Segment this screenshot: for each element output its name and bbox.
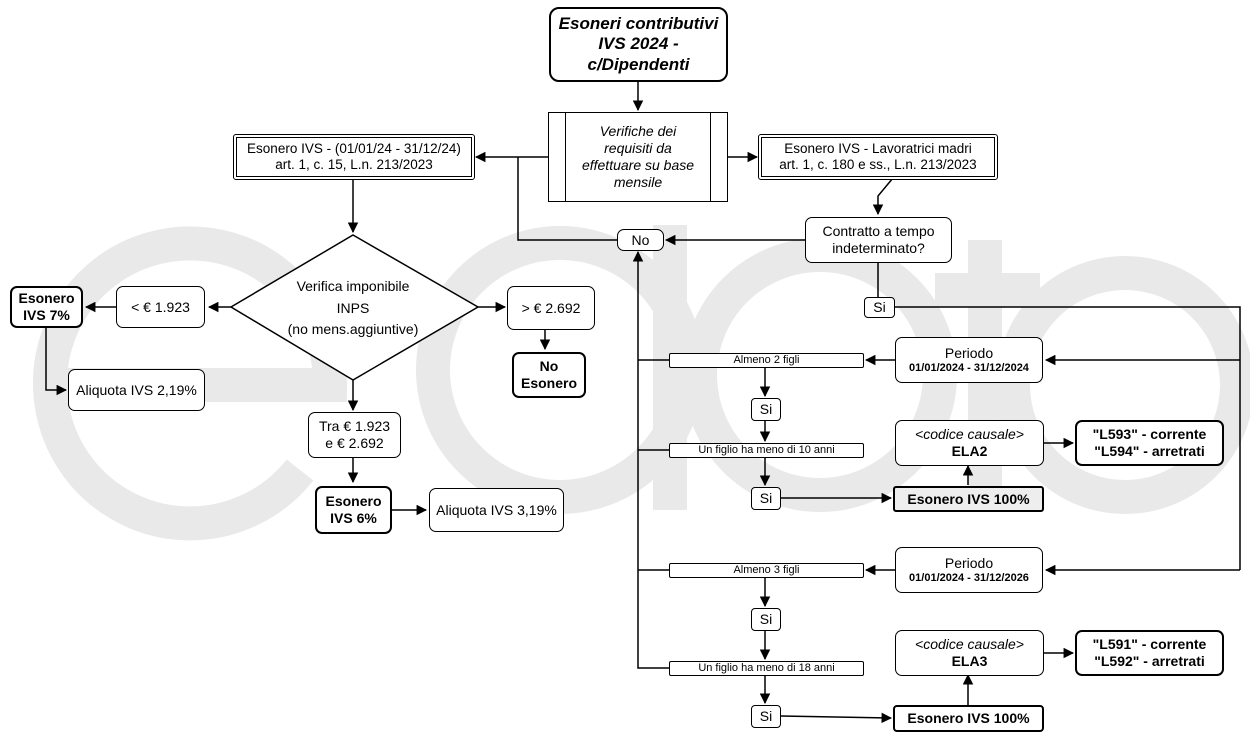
no-esonero-line-1: No (539, 358, 559, 375)
right-header-line-1: Esonero IVS - Lavoratrici madri (784, 140, 972, 156)
no-esonero-line-2: Esonero (520, 375, 577, 391)
decision-text: Verifica imponibile INPS (no mens.aggiun… (253, 276, 453, 341)
contratto-line-1: Contratto a tempo (822, 223, 935, 240)
verifiche-line-4: mensile (613, 173, 663, 190)
esonero6-line-1: Esonero (325, 493, 382, 510)
periodo-box-1: Periodo 01/01/2024 - 31/12/2024 (895, 337, 1043, 383)
contratto-line-2: indeterminato? (832, 240, 925, 256)
codice-causale-label-1: <codice causale> (915, 426, 1024, 443)
codice-causale-box-2: <codice causale> ELA3 (895, 630, 1044, 676)
no-esonero-box: No Esonero (512, 352, 586, 398)
no-label: No (617, 229, 664, 251)
process-bar-right (710, 113, 711, 201)
verifiche-box: Verifiche dei requisiti da effettuare su… (548, 112, 728, 202)
title-box: Esoneri contributivi IVS 2024 - c/Dipend… (549, 7, 728, 82)
esonero-7-box: Esonero IVS 7% (10, 286, 83, 328)
si-label: Si (864, 297, 895, 318)
esonero-100-box-1: Esonero IVS 100% (893, 486, 1044, 512)
threshold-low: < € 1.923 (116, 286, 205, 328)
esonero7-line-1: Esonero (18, 290, 75, 307)
condition-figlio-meno-18: Un figlio ha meno di 18 anni (669, 661, 864, 676)
threshold-high: > € 2.692 (507, 286, 595, 330)
periodo-label-1: Periodo (944, 345, 994, 361)
esonero6-line-2: IVS 6% (330, 510, 377, 526)
condition-almeno-3-figli: Almeno 3 figli (669, 563, 864, 578)
codice-causale-box-1: <codice causale> ELA2 (895, 420, 1044, 466)
aliquota-6-box: Aliquota IVS 3,19% (429, 488, 564, 532)
periodo-dates-2: 01/01/2024 - 31/12/2026 (909, 571, 1029, 584)
mid-line-1: Tra € 1.923 (318, 418, 391, 435)
decision-line-2: INPS (336, 299, 370, 316)
decision-diamond (229, 234, 480, 381)
periodo-dates-1: 01/01/2024 - 31/12/2024 (909, 361, 1029, 374)
esonero7-line-2: IVS 7% (23, 307, 70, 323)
esonero-6-box: Esonero IVS 6% (315, 486, 392, 534)
right-branch-header: Esonero IVS - Lavoratrici madri art. 1, … (758, 134, 998, 180)
left-header-line-2: art. 1, c. 15, L.n. 213/2023 (275, 157, 433, 172)
code-l591: "L591" - corrente (1092, 636, 1207, 653)
codice-ela2: ELA2 (951, 443, 988, 459)
left-header-line-1: Esonero IVS - (01/01/24 - 31/12/24) (247, 140, 461, 156)
codice-ela3: ELA3 (951, 653, 988, 669)
condition-almeno-2-figli: Almeno 2 figli (669, 353, 864, 368)
periodo-box-2: Periodo 01/01/2024 - 31/12/2026 (895, 547, 1043, 593)
process-bar-left (565, 113, 566, 201)
si-box-2a: Si (751, 608, 781, 631)
codes-box-1: "L593" - corrente "L594" - arretrati (1075, 420, 1224, 466)
code-l594: "L594" - arretrati (1094, 443, 1205, 459)
periodo-label-2: Periodo (944, 555, 994, 571)
condition-figlio-meno-10: Un figlio ha meno di 10 anni (669, 443, 864, 458)
si-box-1a: Si (751, 398, 781, 421)
code-l592: "L592" - arretrati (1094, 653, 1205, 669)
codice-causale-label-2: <codice causale> (915, 636, 1024, 653)
contratto-box: Contratto a tempo indeterminato? (805, 217, 952, 263)
left-branch-header: Esonero IVS - (01/01/24 - 31/12/24) art.… (233, 134, 475, 180)
si-box-2b: Si (751, 705, 781, 728)
verifiche-line-1: Verifiche dei (599, 123, 677, 140)
codes-box-2: "L591" - corrente "L592" - arretrati (1075, 630, 1224, 676)
verifiche-line-3: effettuare su base (581, 157, 695, 173)
si-box-1b: Si (751, 487, 781, 510)
verifiche-line-2: requisiti da (604, 140, 672, 157)
right-header-line-2: art. 1, c. 180 e ss., L.n. 213/2023 (779, 157, 977, 172)
decision-line-3: (no mens.aggiuntive) (287, 321, 419, 338)
code-l593: "L593" - corrente (1092, 426, 1207, 443)
decision-line-1: Verifica imponibile (296, 278, 410, 294)
esonero-100-box-2: Esonero IVS 100% (893, 705, 1044, 732)
mid-line-2: e € 2.692 (325, 435, 384, 451)
threshold-mid: Tra € 1.923 e € 2.692 (308, 412, 401, 458)
title-line-1: Esoneri contributivi (558, 13, 719, 33)
title-line-3: c/Dipendenti (587, 54, 690, 74)
title-line-2: IVS 2024 - (598, 34, 679, 54)
aliquota-7-box: Aliquota IVS 2,19% (68, 369, 205, 411)
